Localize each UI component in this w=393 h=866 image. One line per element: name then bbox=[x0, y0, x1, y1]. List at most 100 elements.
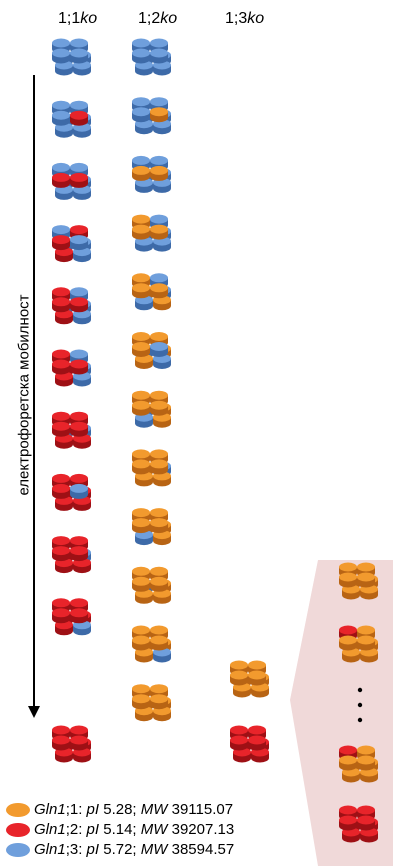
subunit-disc bbox=[132, 459, 150, 475]
subunit-disc bbox=[52, 235, 70, 251]
subunit-disc bbox=[132, 224, 150, 240]
octamer-complex bbox=[52, 411, 91, 449]
subunit-disc bbox=[339, 755, 357, 771]
column-header-3: 1;3ko bbox=[225, 10, 265, 27]
subunit-disc bbox=[73, 433, 91, 449]
octamer-complex bbox=[132, 566, 171, 604]
octamer-complex bbox=[132, 97, 171, 135]
subunit-disc bbox=[339, 815, 357, 831]
subunit-disc bbox=[52, 608, 70, 624]
octamer-complex bbox=[52, 225, 91, 263]
subunit-disc bbox=[251, 747, 269, 763]
subunit-disc bbox=[70, 48, 88, 64]
subunit-disc bbox=[70, 421, 88, 437]
subunit-disc bbox=[70, 110, 88, 126]
subunit-disc bbox=[52, 110, 70, 126]
subunit-disc bbox=[153, 236, 171, 252]
blue-disc-icon bbox=[6, 843, 30, 857]
octamer-complex bbox=[339, 625, 378, 663]
octamer-complex bbox=[132, 508, 171, 546]
subunit-disc bbox=[132, 635, 150, 651]
subunit-disc bbox=[52, 421, 70, 437]
subunit-disc bbox=[132, 400, 150, 416]
subunit-disc bbox=[153, 119, 171, 135]
subunit-disc bbox=[132, 48, 150, 64]
octamer-complex bbox=[132, 684, 171, 722]
octamer-complex bbox=[132, 214, 171, 252]
subunit-disc bbox=[150, 342, 168, 357]
subunit-disc bbox=[52, 546, 70, 562]
octamer-complex bbox=[132, 332, 171, 369]
column-header-1: 1;1ko bbox=[58, 10, 98, 27]
octamer-complex bbox=[52, 349, 91, 387]
subunit-disc bbox=[132, 518, 150, 534]
octamer-complex bbox=[52, 162, 91, 200]
subunit-disc bbox=[233, 747, 251, 763]
subunit-disc bbox=[52, 359, 70, 375]
subunit-disc bbox=[70, 172, 88, 188]
subunit-disc bbox=[52, 172, 70, 188]
subunit-disc bbox=[70, 546, 88, 562]
octamer-complex bbox=[132, 273, 171, 311]
octamer-complex bbox=[52, 725, 91, 763]
octamer-complex bbox=[132, 449, 171, 487]
subunit-disc bbox=[150, 635, 168, 651]
subunit-disc bbox=[52, 297, 70, 313]
subunit-disc bbox=[132, 342, 150, 357]
octamer-complex bbox=[132, 390, 171, 428]
subunit-disc bbox=[339, 635, 357, 651]
subunit-disc bbox=[132, 283, 150, 299]
subunit-disc bbox=[150, 694, 168, 710]
complex-group bbox=[52, 38, 378, 843]
subunit-disc bbox=[357, 635, 375, 651]
subunit-disc bbox=[357, 815, 375, 831]
subunit-disc bbox=[339, 572, 357, 588]
subunit-disc bbox=[150, 400, 168, 416]
subunit-disc bbox=[357, 755, 375, 771]
subunit-disc bbox=[248, 735, 266, 751]
subunit-disc bbox=[150, 518, 168, 534]
subunit-disc bbox=[70, 483, 88, 499]
octamer-complex bbox=[132, 625, 171, 663]
octamer-complex bbox=[230, 725, 269, 763]
octamer-complex bbox=[52, 100, 91, 138]
subunit-disc bbox=[150, 459, 168, 475]
octamer-complex bbox=[52, 287, 91, 325]
subunit-disc bbox=[70, 297, 88, 313]
subunit-disc bbox=[73, 122, 91, 138]
subunit-disc bbox=[73, 620, 91, 636]
subunit-disc bbox=[132, 694, 150, 710]
octamer-complex bbox=[52, 598, 91, 636]
octamer-complex bbox=[132, 155, 171, 193]
subunit-disc bbox=[230, 670, 248, 686]
subunit-disc bbox=[70, 735, 88, 751]
octamer-complex bbox=[132, 38, 171, 76]
subunit-disc bbox=[132, 165, 150, 181]
ellipsis-dots bbox=[357, 687, 363, 723]
octamer-complex bbox=[339, 745, 378, 783]
subunit-disc bbox=[150, 576, 168, 592]
octamer-complex bbox=[339, 805, 378, 843]
red-disc-icon bbox=[6, 823, 30, 837]
subunit-disc bbox=[70, 608, 88, 624]
octamer-complex bbox=[52, 38, 91, 76]
subunit-disc bbox=[52, 483, 70, 499]
subunit-disc bbox=[132, 107, 150, 123]
subunit-disc bbox=[70, 235, 88, 251]
subunit-disc bbox=[150, 165, 168, 181]
orange-disc-icon bbox=[6, 803, 30, 817]
subunit-disc bbox=[150, 48, 168, 64]
subunit-disc bbox=[150, 107, 168, 123]
subunit-disc bbox=[150, 283, 168, 299]
subunit-disc bbox=[357, 572, 375, 588]
subunit-disc bbox=[248, 670, 266, 686]
subunit-disc bbox=[150, 224, 168, 240]
octamer-complex bbox=[52, 536, 91, 574]
subunit-disc bbox=[132, 576, 150, 592]
subunit-disc bbox=[55, 747, 73, 763]
octamer-complex bbox=[230, 660, 269, 698]
subunit-disc bbox=[70, 359, 88, 375]
subunit-disc bbox=[52, 735, 70, 751]
